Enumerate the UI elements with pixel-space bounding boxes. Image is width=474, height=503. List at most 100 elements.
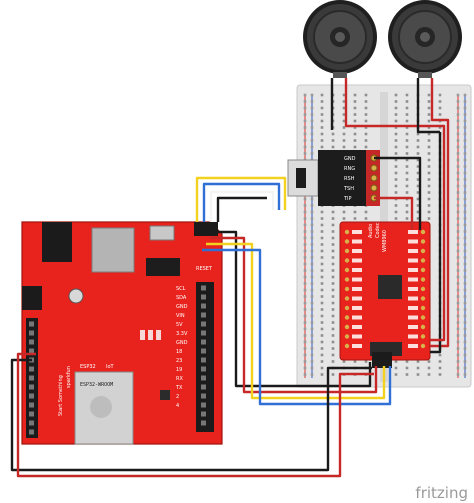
breadboard-hole: [456, 197, 460, 201]
breadboard-hole: [463, 262, 467, 266]
breadboard-hole: [303, 93, 307, 97]
brand-label: sparkfun: [66, 366, 72, 388]
breadboard-hole: [331, 353, 335, 357]
breadboard-hole: [310, 360, 314, 363]
breadboard-hole: [331, 360, 335, 363]
breadboard-hole: [456, 217, 460, 220]
breadboard-hole: [320, 321, 324, 324]
breadboard-hole: [320, 327, 324, 331]
breadboard-hole: [394, 217, 398, 220]
codec-pin: [344, 229, 350, 235]
breadboard-hole: [310, 197, 314, 201]
breadboard-hole: [427, 106, 431, 110]
breadboard-hole: [456, 158, 460, 162]
breadboard-hole: [353, 145, 357, 149]
breadboard-hole: [303, 295, 307, 298]
codec-pin-label-mark: [408, 258, 418, 263]
breadboard-hole: [331, 334, 335, 337]
header-pin: [201, 420, 206, 426]
breadboard-hole: [456, 106, 460, 110]
header-pin: [201, 411, 206, 417]
breadboard-hole: [456, 366, 460, 370]
codec-subtitle: Codec: [375, 222, 381, 238]
breadboard-hole: [310, 321, 314, 324]
codec-pin: [420, 258, 426, 263]
breadboard-hole: [331, 288, 335, 292]
breadboard-hole: [310, 288, 314, 292]
breadboard-hole: [331, 230, 335, 233]
breadboard-hole: [456, 152, 460, 155]
qwiic-connector-bottom: [372, 352, 392, 368]
breadboard-hole: [364, 113, 368, 116]
codec-pin-label-mark: [352, 230, 362, 234]
breadboard-hole: [438, 353, 442, 357]
breadboard-hole: [427, 132, 431, 136]
header-pin-label: SCL: [176, 286, 186, 292]
breadboard-hole: [331, 217, 335, 220]
breadboard-hole: [456, 126, 460, 129]
jack-pin-label: TIP: [343, 196, 352, 202]
breadboard-hole: [310, 100, 314, 103]
breadboard-hole: [310, 327, 314, 331]
qwiic-connector-top: [194, 222, 218, 236]
breadboard-hole: [331, 314, 335, 318]
breadboard-hole: [456, 171, 460, 175]
breadboard-hole: [463, 119, 467, 123]
wire-blue: [202, 182, 281, 222]
breadboard-hole: [416, 178, 420, 181]
breadboard-hole: [310, 119, 314, 123]
breadboard-hole: [463, 301, 467, 305]
codec-pin-label-mark: [352, 334, 362, 339]
codec-pin-label-mark: [408, 277, 418, 282]
codec-pin-label-mark: [408, 334, 418, 339]
breadboard-hole: [320, 139, 324, 142]
breadboard-hole: [342, 100, 346, 103]
header-pin-label: 19: [176, 367, 182, 373]
breadboard-hole: [331, 340, 335, 344]
codec-pin: [420, 239, 426, 244]
codec-pin: [344, 239, 350, 244]
codec-pin-label-mark: [352, 258, 362, 263]
breadboard-hole: [342, 210, 346, 214]
breadboard-hole: [310, 152, 314, 155]
breadboard-hole: [416, 171, 420, 175]
breadboard-hole: [320, 223, 324, 227]
breadboard-hole: [310, 295, 314, 298]
breadboard-hole: [456, 334, 460, 337]
breadboard-hole: [331, 256, 335, 259]
jack-pin: [370, 174, 378, 182]
breadboard-hole: [320, 340, 324, 344]
breadboard-hole: [310, 210, 314, 214]
codec-pin: [420, 334, 426, 339]
breadboard-hole: [463, 360, 467, 363]
breadboard-hole: [416, 145, 420, 149]
breadboard-hole: [303, 373, 307, 376]
codec-pin-label-mark: [408, 306, 418, 310]
wire-speaker-black-r2: [430, 132, 442, 354]
breadboard-hole: [416, 204, 420, 207]
breadboard-hole: [303, 197, 307, 201]
codec-pin-label-mark: [352, 249, 362, 253]
breadboard-hole: [320, 113, 324, 116]
header-pin: [201, 303, 206, 309]
codec-pin-label-mark: [352, 277, 362, 282]
breadboard-hole: [463, 191, 467, 194]
header-pin: [29, 366, 34, 372]
codec-pin: [344, 324, 350, 330]
breadboard-hole: [320, 145, 324, 149]
breadboard-hole: [405, 373, 409, 376]
breadboard-hole: [416, 139, 420, 142]
breadboard-hole: [463, 269, 467, 272]
breadboard-hole: [353, 100, 357, 103]
wire-speaker-red-l2: [430, 124, 446, 342]
breadboard-hole: [320, 282, 324, 285]
breadboard-hole: [456, 373, 460, 376]
breadboard-hole: [456, 262, 460, 266]
breadboard-hole: [456, 139, 460, 142]
breadboard-hole: [342, 93, 346, 97]
breadboard-hole: [456, 269, 460, 272]
breadboard-hole: [320, 126, 324, 129]
header-pin: [201, 366, 206, 372]
header-pin: [201, 348, 206, 354]
breadboard-hole: [303, 366, 307, 370]
